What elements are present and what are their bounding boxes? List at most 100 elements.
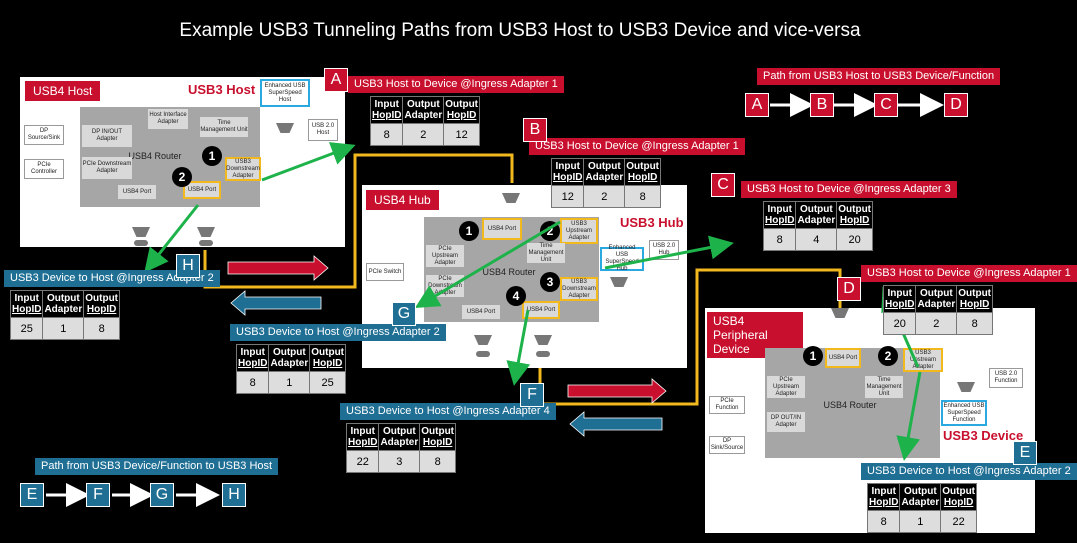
header-output: Output bbox=[919, 288, 953, 299]
header-output: Output bbox=[445, 99, 479, 110]
header-input: Input bbox=[374, 99, 399, 110]
path-up-step-f: F bbox=[86, 483, 110, 507]
host-router-label: USB4 Router bbox=[128, 151, 182, 161]
cell-input-hopid: 22 bbox=[345, 450, 380, 473]
table-d-title: USB3 Host to Device @Ingress Adapter 1 bbox=[861, 265, 1077, 282]
header-adapter: Adapter bbox=[380, 437, 419, 448]
host-pcie-downstream-block: PCIe Downstream Adapter bbox=[82, 157, 132, 179]
arrow-left-blue-2 bbox=[569, 411, 663, 437]
hub-usb4-port-3: USB4 Port bbox=[522, 301, 560, 319]
header-hopid: HopID bbox=[372, 110, 402, 121]
arrow-to-c bbox=[604, 235, 734, 270]
table-f-letter: F bbox=[520, 383, 544, 407]
table-h-title: USB3 Device to Host @Ingress Adapter 2 bbox=[4, 270, 220, 287]
header-output: Output bbox=[958, 288, 992, 299]
table-c-title: USB3 Host to Device @Ingress Adapter 3 bbox=[741, 181, 957, 198]
path-up-step-g: G bbox=[150, 483, 174, 507]
table-d-letter: D bbox=[837, 277, 861, 301]
cell-output-adapter: 4 bbox=[795, 228, 838, 251]
usb3-hub-label: USB3 Hub bbox=[620, 215, 684, 230]
table-e-letter: E bbox=[1013, 441, 1037, 465]
table-b-letter: B bbox=[523, 118, 547, 142]
cell-output-adapter: 2 bbox=[915, 312, 958, 335]
usb4-host-label: USB4 Host bbox=[25, 81, 101, 101]
cell-input-hopid: 25 bbox=[9, 317, 44, 340]
path-down-step-a: A bbox=[745, 93, 769, 117]
usb4-hub-label: USB4 Hub bbox=[366, 190, 439, 210]
enhanced-superspeed-host-block: Enhanced USB SuperSpeed Host bbox=[260, 79, 310, 107]
cell-output-hopid: 8 bbox=[956, 312, 994, 335]
cell-output-hopid: 25 bbox=[309, 371, 347, 394]
header-output: Output bbox=[587, 161, 621, 172]
host-usb4-port-1: USB4 Port bbox=[118, 185, 156, 199]
path-up-step-h: H bbox=[222, 483, 246, 507]
cell-input-hopid: 12 bbox=[550, 185, 585, 208]
usb3-host-label: USB3 Host bbox=[188, 82, 256, 97]
header-hopid: HopID bbox=[627, 172, 658, 183]
header-output: Output bbox=[406, 99, 440, 110]
host-adapter-circle-2: 2 bbox=[172, 167, 192, 187]
cell-output-adapter: 1 bbox=[899, 510, 942, 533]
dp-sink-source-block: DP Sink/Source bbox=[709, 436, 745, 454]
hub-connector-icon-2 bbox=[536, 351, 550, 357]
cell-output-adapter: 1 bbox=[268, 371, 311, 394]
table-f-title: USB3 Device to Host @Ingress Adapter 4 bbox=[340, 403, 556, 420]
device-pcie-upstream-block: PCIe Upstream Adapter bbox=[767, 376, 805, 398]
header-hopid: HopID bbox=[312, 358, 343, 369]
header-input: Input bbox=[240, 347, 265, 358]
path-down-step-d: D bbox=[944, 93, 968, 117]
table-g-title: USB3 Device to Host @Ingress Adapter 2 bbox=[230, 324, 446, 341]
hub-usb3-downstream-adapter: USB3 Downstream Adapter bbox=[560, 277, 598, 301]
hub-usb4-port-1: USB4 Port bbox=[482, 218, 522, 240]
cell-input-hopid: 8 bbox=[762, 228, 797, 251]
cell-output-hopid: 20 bbox=[836, 228, 874, 251]
page-title: Example USB3 Tunneling Paths from USB3 H… bbox=[179, 20, 861, 41]
hub-usb3-upstream-adapter: USB3 Upstream Adapter bbox=[560, 218, 598, 244]
header-input: Input bbox=[871, 486, 896, 497]
usb3-device-label: USB3 Device bbox=[943, 428, 1024, 443]
header-hopid: HopID bbox=[885, 299, 915, 310]
enhanced-superspeed-function-block: Enhanced USB SuperSpeed Function bbox=[941, 400, 987, 426]
device-adapter-circle-1: 1 bbox=[803, 346, 823, 366]
header-output: Output bbox=[85, 293, 119, 304]
header-hopid: HopID bbox=[86, 304, 117, 315]
arrow-to-g bbox=[414, 220, 561, 309]
arrow-right-red-2 bbox=[567, 378, 667, 404]
hub-mux-icon-4 bbox=[534, 335, 552, 345]
hub-mux-icon bbox=[502, 193, 520, 203]
header-output: Output bbox=[942, 486, 976, 497]
path-up-step-e: E bbox=[20, 483, 44, 507]
host-mux-icon bbox=[276, 123, 294, 133]
hub-usb4-port-2: USB4 Port bbox=[462, 305, 500, 319]
header-hopid: HopID bbox=[12, 304, 42, 315]
hub-mux-icon-2 bbox=[610, 277, 628, 287]
header-output: Output bbox=[626, 161, 660, 172]
header-output: Output bbox=[903, 486, 937, 497]
header-hopid: HopID bbox=[839, 215, 870, 226]
table-h-letter: H bbox=[176, 254, 200, 278]
host-mux-icon-3 bbox=[197, 227, 215, 237]
cell-input-hopid: 20 bbox=[882, 312, 917, 335]
header-adapter: Adapter bbox=[404, 110, 443, 121]
enhanced-superspeed-hub-block: Enhanced USB SuperSpeed Hub bbox=[600, 245, 644, 272]
dp-source-sink-block: DP Source/Sink bbox=[24, 125, 64, 145]
cell-output-hopid: 8 bbox=[624, 185, 662, 208]
header-hopid: HopID bbox=[422, 437, 453, 448]
host-interface-adapter-block: Host Interface Adapter bbox=[148, 109, 188, 129]
cell-output-hopid: 8 bbox=[83, 317, 121, 340]
arrow-right-red bbox=[227, 255, 329, 281]
header-input: Input bbox=[887, 288, 912, 299]
header-input: Input bbox=[14, 293, 39, 304]
path-down-step-b: B bbox=[810, 93, 834, 117]
